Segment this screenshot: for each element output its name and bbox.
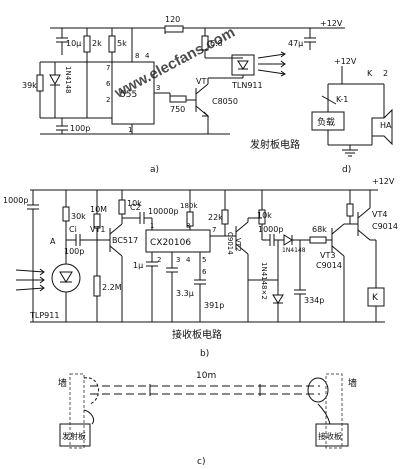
vt2-type: C9014 xyxy=(226,232,234,255)
diode-1n4148-b: 1N4148 xyxy=(282,247,306,254)
distance-label: 10m xyxy=(196,371,216,381)
ic-cx20106-pin2: 2 xyxy=(157,256,161,264)
relay-k1: K-1 xyxy=(336,95,348,104)
installation-diagram xyxy=(59,373,349,449)
c-1000p-left: 1000p xyxy=(3,196,28,205)
r-5k-label: 5k xyxy=(117,39,127,48)
relay-coil-k: K xyxy=(367,69,373,78)
horn-ha: HA xyxy=(380,121,392,130)
wall-right-label: 墙 xyxy=(348,377,357,389)
ic-cx20106-pin1: 1 xyxy=(150,222,154,230)
r-22k-label: 22k xyxy=(208,213,223,222)
ic-cx20106-pin3: 3 xyxy=(176,256,180,264)
transmitter-board-label: 发射板电路 xyxy=(250,138,300,151)
r-10k-b-label: 10k xyxy=(257,211,272,220)
r-2k-label: 2k xyxy=(92,39,102,48)
supply-label-d: +12V xyxy=(334,57,357,66)
emitter-tln911: TLN911 xyxy=(231,81,263,90)
vt-type-c8050: C8050 xyxy=(212,97,238,106)
c-ci-label: Ci xyxy=(69,225,77,234)
caption-b: b) xyxy=(200,349,209,359)
transmitter-circuit xyxy=(36,25,345,135)
r-39k-label: 39k xyxy=(22,81,37,90)
alarm-circuit xyxy=(311,66,393,157)
c-c2-label: C2 xyxy=(130,203,141,212)
r-10k-a-label: 10k xyxy=(127,199,142,208)
r-68k-label: 68k xyxy=(312,225,327,234)
vt1-label: VT1 xyxy=(90,225,105,234)
sensor-tlp911: TLP911 xyxy=(29,311,59,320)
vt-label: VT xyxy=(196,77,206,86)
supply-label-a: +12V xyxy=(320,19,343,28)
vt3-label: VT3 xyxy=(320,251,335,260)
caption-c: c) xyxy=(197,457,205,467)
r-750-label: 750 xyxy=(170,105,185,114)
supply-label-b: +12V xyxy=(372,177,395,186)
r-180k-label: 180k xyxy=(180,202,198,210)
vt4-label: VT4 xyxy=(372,210,387,219)
c-47u-label: 47μ xyxy=(288,39,303,48)
ic-555-pin8: 8 xyxy=(135,52,139,60)
relay-k-label: K xyxy=(372,293,379,303)
ic-555-pin6: 6 xyxy=(106,80,111,88)
ic-cx20106-pin4: 4 xyxy=(186,256,191,264)
ic-cx20106-pin5: 5 xyxy=(202,256,206,264)
ic-cx20106-pin6: 6 xyxy=(202,268,207,276)
c-391p-label: 391p xyxy=(204,301,224,310)
c-334p-label: 334p xyxy=(304,296,324,305)
vt4-type: C9014 xyxy=(372,222,398,231)
site-watermark: www.elecfans.com xyxy=(111,24,238,102)
c-10000p-label: 10000p xyxy=(148,207,179,216)
ic-555-pin3: 3 xyxy=(156,84,160,92)
caption-d: d) xyxy=(342,165,351,175)
r-2-2m-label: 2.2M xyxy=(102,283,122,292)
ic-555-pin2: 2 xyxy=(106,96,110,104)
receiver-board-tag: 接收板 xyxy=(318,431,342,441)
receiver-circuit xyxy=(15,189,385,323)
load-label: 负载 xyxy=(317,116,335,128)
ic-cx20106-pin7: 7 xyxy=(212,226,216,234)
wall-left-label: 墙 xyxy=(58,377,67,389)
c-100p-b-label: 100p xyxy=(64,247,84,256)
ic-cx20106-pin8: 8 xyxy=(186,222,190,230)
c-10u-label: 10μ xyxy=(66,39,81,48)
r-120-label: 120 xyxy=(165,15,180,24)
c-100p-a-label: 100p xyxy=(70,124,90,133)
ic-555-label: 555 xyxy=(120,90,137,100)
r-6-8-label: 6.8 xyxy=(210,39,223,48)
vt1-type: BC517 xyxy=(112,236,138,245)
c-3-3u-label: 3.3μ xyxy=(176,289,194,298)
ic-555-pin1: 1 xyxy=(128,126,132,134)
r-10m-label: 10M xyxy=(90,205,107,214)
vt2-label: VT2 xyxy=(234,238,242,252)
diode-1n4148-a: 1N4148 xyxy=(64,66,72,94)
relay-pin-2: 2 xyxy=(383,69,388,78)
ic-555-pin7: 7 xyxy=(106,64,110,72)
diode-pair-label: 1N4148×2 xyxy=(260,262,268,300)
c-1000p-b-label: 1000p xyxy=(258,225,283,234)
receiver-board-label: 接收板电路 xyxy=(172,328,222,341)
ic-cx20106-label: CX20106 xyxy=(150,238,191,248)
c-1u-label: 1μ xyxy=(133,261,143,270)
ic-555-pin4: 4 xyxy=(145,52,150,60)
node-a-label: A xyxy=(50,237,56,246)
caption-a: a) xyxy=(150,165,159,175)
transmitter-board-tag: 发射板 xyxy=(62,431,86,441)
r-30k-label: 30k xyxy=(71,212,86,221)
vt3-type: C9014 xyxy=(316,261,342,270)
